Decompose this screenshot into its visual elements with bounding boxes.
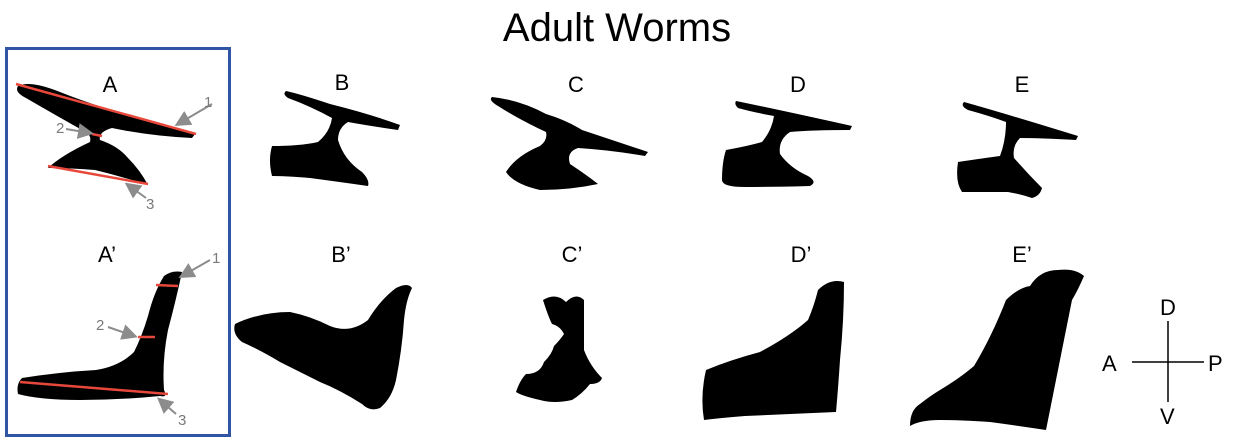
measure-number-a3: 3 bbox=[146, 196, 154, 213]
measure-line-ap1 bbox=[156, 285, 178, 286]
panel-label-c: C bbox=[568, 72, 584, 98]
compass-label-ventral: V bbox=[1160, 404, 1175, 430]
measure-number-a1: 1 bbox=[204, 94, 212, 111]
measure-number-ap3: 3 bbox=[178, 412, 186, 429]
panel-label-c-prime: C’ bbox=[562, 242, 583, 268]
silhouette-a-prime bbox=[18, 272, 183, 401]
panel-label-b: B bbox=[335, 70, 350, 96]
panel-label-a-prime: A’ bbox=[98, 242, 116, 268]
panel-label-d: D bbox=[790, 72, 806, 98]
silhouette-a bbox=[17, 84, 195, 185]
measure-number-ap1: 1 bbox=[212, 250, 220, 267]
silhouette-c-prime bbox=[516, 296, 602, 402]
arrow-ap1 bbox=[182, 260, 210, 276]
arrow-ap2 bbox=[108, 327, 134, 336]
panel-label-e: E bbox=[1015, 72, 1030, 98]
panel-label-d-prime: D’ bbox=[791, 242, 812, 268]
silhouette-d bbox=[722, 101, 852, 187]
panel-label-a: A bbox=[103, 72, 118, 98]
compass-label-anterior: A bbox=[1102, 351, 1117, 377]
measure-number-a2: 2 bbox=[56, 120, 64, 137]
silhouette-b-prime bbox=[234, 285, 412, 409]
silhouette-e bbox=[957, 102, 1078, 198]
arrow-ap3 bbox=[160, 400, 176, 414]
panel-label-e-prime: E’ bbox=[1012, 242, 1032, 268]
silhouette-e-prime bbox=[910, 270, 1084, 430]
compass-label-dorsal: D bbox=[1160, 295, 1176, 321]
silhouette-d-prime bbox=[702, 281, 844, 420]
silhouette-c bbox=[491, 97, 648, 190]
silhouette-b bbox=[270, 91, 400, 186]
measure-number-ap2: 2 bbox=[96, 317, 104, 334]
arrow-a3 bbox=[128, 185, 146, 198]
panel-label-b-prime: B’ bbox=[331, 242, 351, 268]
compass-label-posterior: P bbox=[1208, 351, 1223, 377]
